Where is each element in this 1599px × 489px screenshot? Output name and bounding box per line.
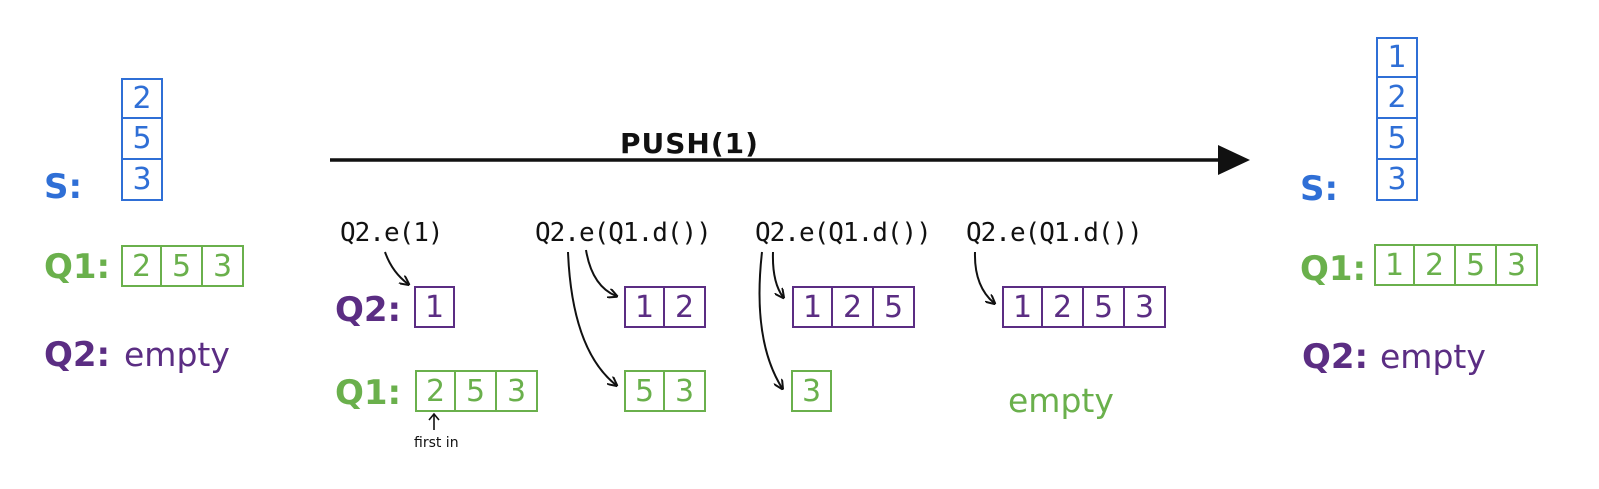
- left-q1-label: Q1:: [44, 247, 111, 287]
- queue-cell: 3: [1125, 286, 1166, 328]
- queue-cell: 1: [414, 286, 455, 328]
- first-in-arrow: [428, 412, 440, 430]
- left-stack: 2 5 3: [121, 78, 163, 201]
- step3-arrow-q2: [771, 251, 783, 297]
- queue-cell: 3: [791, 370, 832, 412]
- step4-q1-empty: empty: [1008, 381, 1114, 420]
- step3-q1: 3: [791, 370, 832, 412]
- stack-cell: 2: [121, 78, 163, 119]
- right-stack: 1 2 5 3: [1376, 37, 1418, 201]
- stack-cell: 5: [1376, 119, 1418, 160]
- step4-arrow: [973, 251, 994, 303]
- queue-cell: 1: [792, 286, 833, 328]
- left-s-label: S:: [44, 167, 83, 207]
- middle-q1-label: Q1:: [335, 373, 402, 413]
- left-q2-empty: empty: [124, 335, 230, 374]
- push-label: PUSH(1): [620, 127, 759, 160]
- queue-cell: 2: [1043, 286, 1084, 328]
- step2-q1: 5 3: [624, 370, 706, 412]
- queue-cell: 2: [1415, 244, 1456, 286]
- step2-arrow-q1: [567, 251, 616, 385]
- right-q1-queue: 1 2 5 3: [1374, 244, 1538, 286]
- step1-op: Q2.e(1): [340, 218, 444, 248]
- stack-cell: 3: [121, 160, 163, 201]
- step3-q2: 1 2 5: [792, 286, 915, 328]
- left-q1-queue: 2 5 3: [121, 245, 244, 287]
- right-s-label: S:: [1300, 169, 1339, 209]
- queue-cell: 3: [497, 370, 538, 412]
- step4-q2: 1 2 5 3: [1002, 286, 1166, 328]
- queue-cell: 1: [1002, 286, 1043, 328]
- queue-cell: 5: [456, 370, 497, 412]
- stack-cell: 1: [1376, 37, 1418, 78]
- right-q1-label: Q1:: [1300, 249, 1367, 289]
- queue-cell: 5: [874, 286, 915, 328]
- queue-cell: 2: [415, 370, 456, 412]
- step1-arrow: [384, 251, 408, 284]
- queue-cell: 2: [833, 286, 874, 328]
- queue-cell: 3: [1497, 244, 1538, 286]
- first-in-note: first in: [414, 435, 459, 451]
- step3-arrow-q1: [758, 251, 783, 388]
- step2-arrow-q2: [585, 249, 616, 296]
- right-q2-empty: empty: [1380, 337, 1486, 376]
- step4-op: Q2.e(Q1.d()): [966, 218, 1143, 248]
- left-q2-label: Q2:: [44, 335, 111, 375]
- queue-cell: 2: [665, 286, 706, 328]
- step3-op: Q2.e(Q1.d()): [755, 218, 932, 248]
- stack-cell: 5: [121, 119, 163, 160]
- queue-cell: 1: [624, 286, 665, 328]
- stack-cell: 3: [1376, 160, 1418, 201]
- queue-cell: 3: [203, 245, 244, 287]
- queue-cell: 5: [162, 245, 203, 287]
- step1-q1: 2 5 3: [415, 370, 538, 412]
- queue-cell: 5: [1456, 244, 1497, 286]
- stack-cell: 2: [1376, 78, 1418, 119]
- queue-cell: 1: [1374, 244, 1415, 286]
- queue-cell: 2: [121, 245, 162, 287]
- queue-cell: 5: [1084, 286, 1125, 328]
- step2-op: Q2.e(Q1.d()): [535, 218, 712, 248]
- push-arrow: [330, 145, 1250, 175]
- step2-q2: 1 2: [624, 286, 706, 328]
- queue-cell: 5: [624, 370, 665, 412]
- middle-q2-label: Q2:: [335, 290, 402, 330]
- step1-q2: 1: [414, 286, 455, 328]
- queue-cell: 3: [665, 370, 706, 412]
- right-q2-label: Q2:: [1302, 337, 1369, 377]
